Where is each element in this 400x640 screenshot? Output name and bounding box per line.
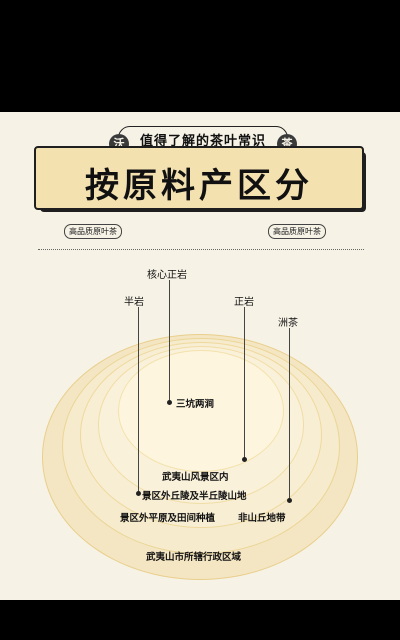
page-title: 按原料产区分	[85, 166, 313, 206]
connector-half	[138, 307, 139, 493]
ring-label-scenic: 武夷山风景区内	[162, 472, 229, 483]
zone-label-zhou: 洲茶	[278, 318, 298, 329]
ring-inner	[118, 350, 284, 472]
quality-tag-left: 高品质原叶茶	[64, 224, 122, 239]
infographic-poster: 沃 值得了解的茶叶常识 茶 按原料产区分 高品质原叶茶 高品质原叶茶 核心正岩 …	[0, 112, 400, 600]
marker-dot	[136, 491, 141, 496]
connector-core	[169, 280, 170, 402]
connector-zhou	[289, 328, 290, 500]
marker-dot	[242, 457, 247, 462]
marker-dot	[287, 498, 292, 503]
ring-label-city: 武夷山市所辖行政区域	[146, 552, 242, 563]
zone-label-core: 核心正岩	[147, 270, 187, 281]
subtitle-text: 值得了解的茶叶常识	[139, 134, 266, 149]
zone-label-zheng: 正岩	[234, 297, 254, 308]
title-banner: 按原料产区分	[34, 146, 364, 210]
connector-zheng	[244, 307, 245, 459]
ring-label-outer-hills: 景区外丘陵及半丘陵山地	[142, 491, 247, 502]
ring-label-inner: 三坑两涧	[176, 399, 215, 410]
divider	[38, 249, 364, 250]
marker-dot	[167, 400, 172, 405]
zone-label-half: 半岩	[124, 297, 144, 308]
quality-tag-right: 高品质原叶茶	[268, 224, 326, 239]
ring-label-plain-extra: 非山丘地带	[238, 513, 286, 524]
ring-label-plain: 景区外平原及田间种植	[120, 513, 216, 524]
